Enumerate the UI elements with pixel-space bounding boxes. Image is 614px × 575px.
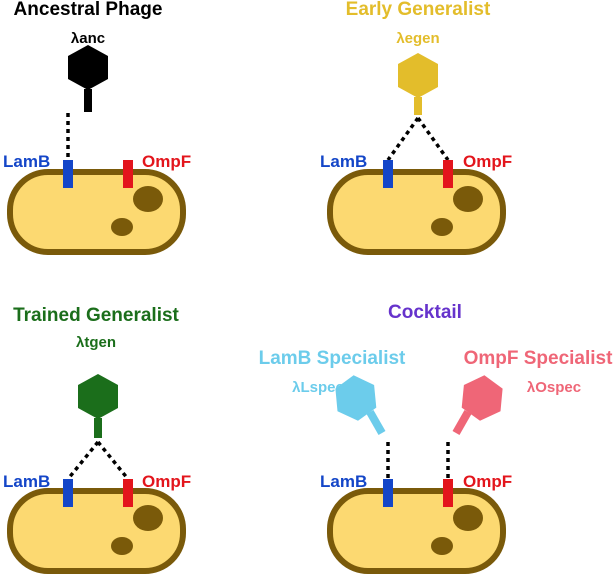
- lamb-specialist-tail: [366, 410, 386, 435]
- ompf-label: OmpF: [463, 472, 512, 491]
- lamb-specialist-phage: λLspec: [292, 379, 344, 396]
- panel-early-generalist: Early Generalist λegen LamB OmpF: [320, 0, 512, 255]
- phage-head-ancestral: [68, 45, 108, 90]
- panel-title-early: Early Generalist: [346, 0, 491, 20]
- ompf-specialist-title: OmpF Specialist: [464, 348, 614, 369]
- lamb-label: LamB: [3, 472, 50, 491]
- lamb-receptor: [63, 479, 73, 507]
- lamb-label: LamB: [320, 472, 367, 491]
- cell-spot-large: [453, 186, 483, 212]
- ompf-specialist-tail: [452, 410, 472, 435]
- binding-line-ompf: [416, 116, 450, 162]
- ompf-label: OmpF: [463, 152, 512, 171]
- ompf-receptor: [443, 160, 453, 188]
- cell-spot-small: [111, 218, 133, 236]
- cell-body: [7, 169, 186, 255]
- lamb-receptor: [383, 479, 393, 507]
- panel-trained-generalist: Trained Generalist λtgen LamB OmpF: [3, 305, 191, 574]
- lamb-label: LamB: [3, 152, 50, 171]
- cell-spot-small: [111, 537, 133, 555]
- phage-tail-trained: [94, 418, 102, 438]
- binding-line-ompf: [96, 440, 130, 481]
- cell-spot-small: [431, 537, 453, 555]
- phage-name-early: λegen: [396, 30, 439, 47]
- panel-ancestral: Ancestral Phage λanc LamB OmpF: [3, 0, 191, 255]
- ompf-receptor: [123, 160, 133, 188]
- lamb-receptor: [63, 160, 73, 188]
- phage-tail-early: [414, 97, 422, 115]
- binding-line-lamb: [386, 116, 420, 162]
- phage-name-ancestral: λanc: [71, 30, 105, 47]
- panel-title-cocktail: Cocktail: [388, 302, 462, 323]
- lamb-specialist-title: LamB Specialist: [259, 348, 406, 369]
- ompf-label: OmpF: [142, 152, 191, 171]
- phage-name-trained: λtgen: [76, 334, 116, 351]
- phage-tail-ancestral: [84, 89, 92, 112]
- lamb-label: LamB: [320, 152, 367, 171]
- ompf-receptor: [443, 479, 453, 507]
- panel-title-ancestral: Ancestral Phage: [14, 0, 163, 20]
- cell-spot-large: [453, 505, 483, 531]
- binding-line-lamb: [66, 440, 100, 481]
- panel-cocktail: Cocktail LamB Specialist λLspec OmpF Spe…: [259, 302, 614, 574]
- ompf-receptor: [123, 479, 133, 507]
- cell-spot-small: [431, 218, 453, 236]
- phage-head-trained: [78, 374, 118, 419]
- phage-head-early: [398, 53, 438, 98]
- lamb-receptor: [383, 160, 393, 188]
- lamb-specialist-head: [335, 375, 377, 421]
- cell-body: [7, 488, 186, 574]
- ompf-specialist-phage: λOspec: [527, 379, 581, 396]
- ompf-specialist-head: [461, 375, 503, 421]
- cell-spot-large: [133, 186, 163, 212]
- cell-spot-large: [133, 505, 163, 531]
- cell-body: [327, 169, 506, 255]
- panel-title-trained: Trained Generalist: [13, 305, 179, 326]
- ompf-label: OmpF: [142, 472, 191, 491]
- cell-body: [327, 488, 506, 574]
